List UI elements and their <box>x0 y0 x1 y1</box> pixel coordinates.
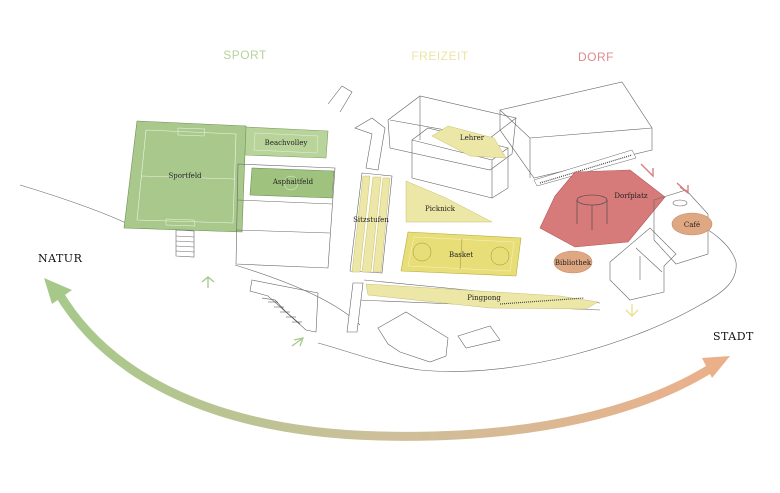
label-beachvolley: Beachvolley <box>265 139 308 147</box>
dorf-buildings <box>609 189 709 301</box>
lehrer-area <box>431 125 507 159</box>
zone-heading-freizeit: FREIZEIT <box>411 49 469 63</box>
arrow-dorf-icon-2 <box>676 182 689 195</box>
lower-buildings <box>377 311 501 363</box>
picknick-area <box>405 180 493 223</box>
arrow-diagonal-icon <box>291 337 305 347</box>
asphaltfeld-area <box>235 163 336 269</box>
arrow-diagonal-icon-freizeit <box>625 304 639 317</box>
label-lehrer: Lehrer <box>460 134 485 142</box>
label-sportfeld: Sportfeld <box>168 172 202 180</box>
arrow-left-head-icon <box>44 278 72 304</box>
label-natur: NATUR <box>38 252 83 265</box>
entry-arrows <box>201 163 689 347</box>
bibliothek-area <box>553 250 593 274</box>
arrow-up-icon <box>201 276 215 288</box>
sportfeld-area <box>123 120 247 258</box>
arrow-right-head-icon <box>702 356 730 378</box>
zone-heading-sport: SPORT <box>223 48 267 62</box>
beachvolley-area <box>244 126 329 159</box>
sitzstufen-area <box>346 172 393 333</box>
label-asphaltfeld: Asphaltfeld <box>272 178 314 186</box>
basket-area <box>400 231 522 277</box>
label-dorfplatz: Dorfplatz <box>614 192 647 200</box>
zone-heading-dorf: DORF <box>578 50 614 64</box>
label-bibliothek: Bibliothek <box>555 259 592 267</box>
stairs-small <box>249 279 319 333</box>
cafe-area <box>671 212 713 236</box>
label-pingpong: Pingpong <box>467 294 501 302</box>
label-basket: Basket <box>449 251 473 259</box>
label-stadt: STADT <box>713 330 754 343</box>
arrow-dorf-icon-1 <box>640 163 654 178</box>
natur-stadt-arc <box>44 278 730 441</box>
dorfplatz-area <box>539 169 666 248</box>
pingpong-area <box>365 283 599 310</box>
label-picknick: Picknick <box>425 205 456 213</box>
label-cafe: Café <box>684 221 700 229</box>
label-sitzstufen: Sitzstufen <box>353 216 389 224</box>
